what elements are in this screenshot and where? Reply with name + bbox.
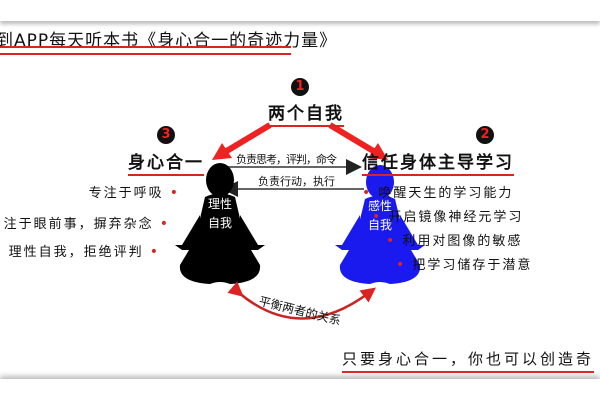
node-two-selves: 两个自我 [268, 99, 344, 127]
number-badge-2: 2 [476, 126, 494, 144]
red-arrow-left [212, 122, 272, 160]
top-shadow-bar [0, 0, 600, 21]
label-think-command: 负责思考，评判，命令 [236, 153, 337, 166]
node-body-mind-unity: 身心合一 [128, 148, 204, 176]
number-badge-3: 3 [157, 126, 175, 144]
rational-self-figure [175, 163, 265, 284]
right-bullet-4: • 把学习储存于潜意 [396, 257, 533, 273]
left-bullet-3: 理性自我，拒绝评判 • [8, 244, 160, 260]
right-bullet-2: • 开启镜像神经元学习 [372, 209, 524, 225]
right-bullet-1: • 唤醒天生的学习能力 [362, 185, 514, 201]
right-bullet-3: • 利用对图像的敏感 [386, 233, 523, 249]
rational-self-label: 理性自我 [208, 197, 233, 230]
emotional-self-label: 感性自我 [368, 199, 393, 232]
node-trust-body: 信任身体主导学习 [362, 148, 514, 176]
red-arrow-right [328, 122, 388, 160]
left-bullet-1: 专注于呼吸 • [88, 185, 180, 201]
title-underline [0, 46, 291, 55]
left-bullet-2: 注于眼前事，摒弃杂念 • [3, 216, 170, 232]
label-act-execute: 负责行动，执行 [258, 175, 335, 188]
emotional-self-figure [335, 165, 425, 284]
balance-arrow [227, 281, 376, 320]
footer-slogan: 只要身心合一，你也可以创造奇 [342, 348, 595, 373]
number-badge-1: 1 [291, 78, 309, 96]
bottom-shadow-bar [0, 379, 600, 400]
